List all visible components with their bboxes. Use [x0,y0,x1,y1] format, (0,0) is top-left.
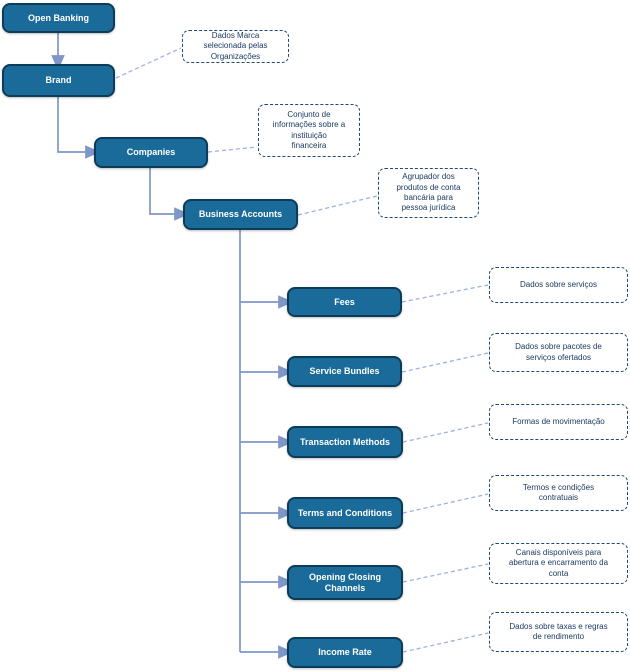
edge-brand-companies [57,97,101,159]
annotation-transaction-methods: Formas de movimentação [489,404,628,440]
node-transaction-methods[interactable]: Transaction Methods [287,426,403,458]
annotation-service-bundles: Dados sobre pacotes de serviços ofertado… [489,333,628,372]
annotation-fees: Dados sobre serviços [489,267,628,303]
annotation-brand: Dados Marca selecionada pelas Organizaçõ… [182,30,289,63]
link-transaction-methods-note [402,422,489,443]
annotation-opening-closing-channels: Canais disponíveis para abertura e encar… [489,543,628,584]
link-companies-note [207,146,258,153]
node-fees[interactable]: Fees [287,287,402,317]
link-brand-note [115,47,182,79]
node-terms-and-conditions[interactable]: Terms and Conditions [287,497,403,529]
annotation-companies: Conjunto de informações sobre a institui… [258,104,360,157]
link-income-rate-note [402,632,489,653]
link-fees-note [401,284,489,303]
node-companies[interactable]: Companies [94,137,208,168]
link-terms-note [402,493,489,514]
node-opening-closing-channels[interactable]: Opening Closing Channels [287,565,403,600]
annotation-business-accounts: Agrupador dos produtos de conta bancária… [378,168,479,218]
node-income-rate[interactable]: Income Rate [287,637,403,668]
link-opening-closing-note [402,563,489,583]
link-businessaccounts-note [297,195,378,216]
link-service-bundles-note [401,352,489,373]
node-open-banking[interactable]: Open Banking [2,3,115,33]
node-service-bundles[interactable]: Service Bundles [287,356,402,387]
annotation-terms-and-conditions: Termos e condições contratuais [489,475,628,511]
node-brand[interactable]: Brand [2,64,115,97]
edge-companies-businessaccounts [149,168,190,221]
node-business-accounts[interactable]: Business Accounts [183,199,298,230]
annotation-income-rate: Dados sobre taxas e regras de rendimento [489,612,628,652]
